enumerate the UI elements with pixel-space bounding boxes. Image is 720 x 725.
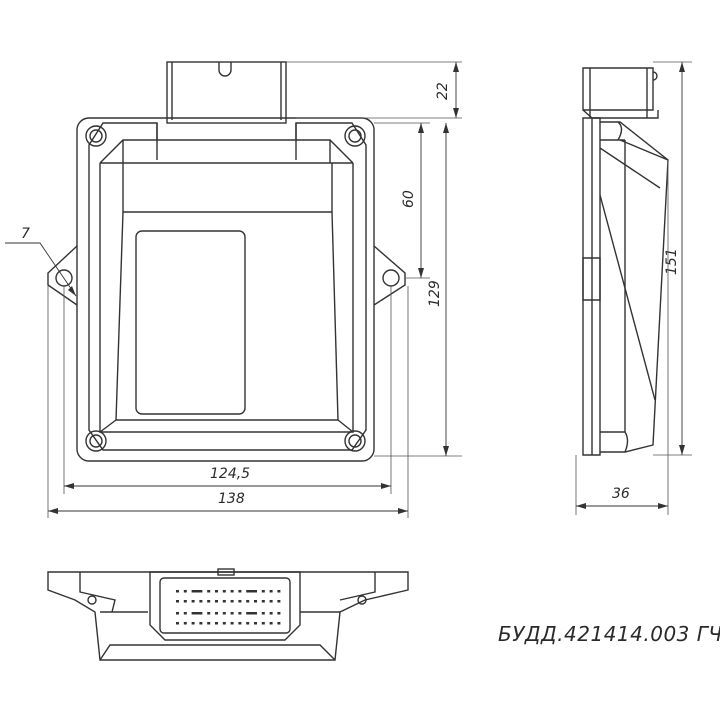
dimensions-side: 151 36 <box>575 61 692 515</box>
connector-pin <box>222 590 226 593</box>
connector-pin <box>254 600 257 603</box>
housing-body <box>115 211 339 421</box>
dim-hole-spacing-h-label: 124,5 <box>210 466 250 482</box>
connector-pin <box>261 590 265 593</box>
connector-pin <box>261 622 265 625</box>
connector-pin <box>230 622 234 625</box>
connector-pin <box>183 622 187 625</box>
connector-pin <box>207 622 211 625</box>
connector-pin <box>269 590 273 593</box>
connector-pin <box>238 622 242 625</box>
connector-pin <box>176 622 179 625</box>
connector-pin <box>230 612 234 615</box>
connector-pin <box>238 590 242 593</box>
connector-pin <box>246 600 250 603</box>
connector-pin <box>176 612 179 615</box>
dimensions-front: 7 22 60 129 124,5 138 <box>5 61 462 518</box>
connector-pin <box>277 590 281 593</box>
connector-pin <box>246 612 257 615</box>
connector-pin <box>191 612 202 615</box>
connector-pin <box>238 612 242 615</box>
connector-pin <box>277 612 281 615</box>
dim-hole-spacing-v-label: 129 <box>427 280 443 307</box>
connector-pin <box>215 612 218 615</box>
connector-pin <box>207 600 211 603</box>
dim-total-width-label: 138 <box>218 491 245 507</box>
label-window <box>135 230 246 415</box>
connector-pin <box>191 600 195 603</box>
connector-pin <box>191 590 202 593</box>
connector-pin <box>183 612 187 615</box>
connector-pin <box>261 612 265 615</box>
connector-pins <box>176 590 281 625</box>
connector-pin <box>176 590 179 593</box>
connector-pin <box>207 612 211 615</box>
connector-pin <box>238 600 242 603</box>
corner-holes <box>85 125 366 452</box>
connector-pin <box>215 622 218 625</box>
mounting-ear-right <box>373 245 406 306</box>
designation-label: БУДД.421414.003 ГЧ <box>498 622 720 646</box>
connector-pin <box>183 600 187 603</box>
connector-pin <box>222 622 226 625</box>
connector-pin <box>222 612 226 615</box>
connector-pin <box>254 590 257 593</box>
connector-pin <box>246 622 250 625</box>
connector-pin <box>269 612 273 615</box>
connector-pin <box>230 590 234 593</box>
connector-pin <box>277 600 281 603</box>
connector-pin <box>207 590 211 593</box>
connector-pin <box>254 622 257 625</box>
connector-pin <box>199 600 203 603</box>
connector-pin <box>222 600 226 603</box>
connector-pin <box>215 600 218 603</box>
connector-pin <box>246 590 257 593</box>
housing-outline <box>88 122 367 451</box>
connector-pin <box>176 600 179 603</box>
dim-total-height-label: 151 <box>664 248 680 275</box>
front-view <box>47 61 406 462</box>
dim-connector-height-label: 22 <box>435 82 451 100</box>
bottom-connector <box>149 571 301 641</box>
dim-hole-offset-label: 60 <box>401 190 417 208</box>
side-body <box>582 117 669 456</box>
bottom-outline <box>47 571 409 661</box>
dim-hole-label: 7 <box>21 226 30 242</box>
connector-top <box>156 61 297 160</box>
bottom-view <box>47 568 409 661</box>
connector-pin <box>199 622 203 625</box>
connector-pin <box>215 590 218 593</box>
side-view <box>582 67 669 456</box>
connector-pin <box>199 590 203 593</box>
connector-pin <box>261 600 265 603</box>
flange-plate <box>76 117 375 462</box>
connector-pin <box>277 622 281 625</box>
connector-pin <box>199 612 203 615</box>
connector-pin <box>230 600 234 603</box>
dim-thickness-label: 36 <box>612 486 630 502</box>
connector-pin <box>269 600 273 603</box>
connector-pin <box>269 622 273 625</box>
connector-pin <box>191 622 195 625</box>
connector-pin <box>183 590 187 593</box>
connector-pin <box>254 612 257 615</box>
